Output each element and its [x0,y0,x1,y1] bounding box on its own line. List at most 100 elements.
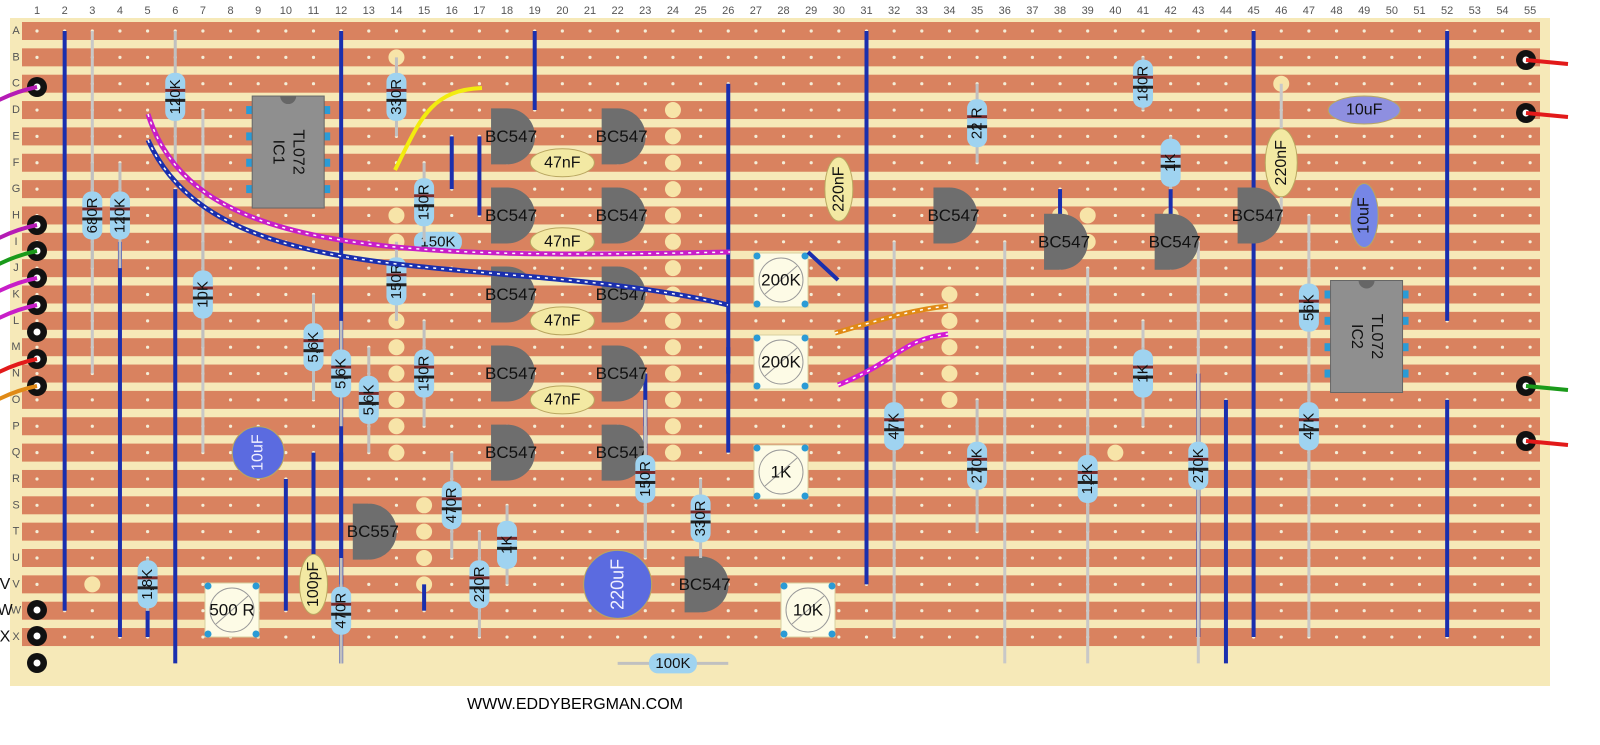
board-hole [228,55,233,59]
board-hole [1417,108,1422,112]
terminal-left-hole [33,328,41,336]
trimmer-wiper [215,595,249,625]
board-hole [1058,134,1062,138]
board-hole [118,55,122,59]
board-hole [1086,187,1090,191]
capacitor-body [1327,95,1401,125]
board-hole [726,29,730,33]
board-hole [256,292,260,297]
board-hole [228,266,233,270]
board-hole [781,82,786,86]
board-hole [1058,345,1062,349]
board-hole [754,134,758,138]
resistor-body [82,191,103,240]
board-hole [1030,424,1034,428]
capacitor-label: 47nF [544,233,581,250]
board-hole [228,240,233,244]
board-hole [1030,345,1034,349]
board-hole [1141,503,1145,507]
resistor-band [192,286,213,290]
ic-pin [322,185,331,194]
board-hole [588,609,592,613]
board-hole [754,161,758,165]
transistor-label: BC547 [679,575,731,594]
board-hole [90,530,94,534]
board-hole [63,635,67,639]
board-hole [1141,134,1145,138]
resistor-body [441,481,462,530]
board-hole [920,371,924,376]
board-hole [1058,477,1062,481]
column-number: 11 [308,5,319,17]
capacitor-c11: 10uF [1349,182,1379,248]
board-hole [1528,582,1532,586]
resistor-label: 22 R [969,107,986,139]
ic-pin [1400,316,1409,325]
board-hole [1362,530,1366,534]
board-hole [1058,582,1062,586]
board-hole [947,556,952,560]
column-number: 28 [777,5,789,17]
board-hole [837,582,841,586]
board-hole [1113,134,1117,138]
column-number: 35 [971,5,983,17]
resistor-band [165,88,186,92]
row-letter: X [12,631,20,643]
board-hole [1528,213,1532,218]
board-hole [1141,187,1145,191]
board-hole [699,398,703,402]
board-hole [1390,55,1394,59]
trimmer-label: 200K [761,271,801,290]
resistor-label: 120K [111,198,128,233]
board-hole [533,503,537,507]
board-hole [1279,503,1283,507]
board-hole [809,213,813,218]
board-hole [1417,635,1422,639]
board-hole [477,55,481,59]
resistor-r10: 150R [414,162,435,242]
board-hole [920,187,924,191]
row-letter: E [12,130,19,142]
resistor-r22: 47K [884,373,905,479]
board-hole [394,556,399,560]
board-hole [1086,108,1090,112]
board-hole [809,161,813,165]
board-hole [837,266,841,270]
board-hole [394,582,399,586]
board-hole [311,82,316,86]
terminal-right-lead [1525,439,1569,447]
resistor-band [386,98,407,102]
board-hole [1417,345,1422,349]
board-hole [477,424,481,428]
column-number: 44 [1220,5,1232,17]
resistor-body [1298,283,1319,332]
board-hole [228,29,233,33]
board-hole [256,82,260,86]
board-hole [1279,477,1283,481]
board-hole [201,609,205,613]
board-hole [311,29,316,33]
board-hole [892,187,896,191]
board-hole [1030,582,1034,586]
trimmer-pin [828,630,836,638]
board-hole [477,477,481,481]
board-hole [920,134,924,138]
board-hole [1141,292,1145,297]
strip-cut [664,339,681,356]
capacitor-c8: 220uF [583,549,653,619]
board-hole [35,424,39,428]
board-hole [892,29,896,33]
board-hole [616,55,620,59]
ic-pin [322,132,331,141]
board-hole [1528,134,1532,138]
board-hole [1003,161,1007,165]
board-hole [1334,398,1339,402]
board-hole [588,187,592,191]
column-number: 27 [750,5,762,17]
board-hole [920,240,924,244]
board-hole [1390,477,1394,481]
strip-cut [664,233,681,250]
board-hole [837,319,841,323]
board-hole [118,82,122,86]
